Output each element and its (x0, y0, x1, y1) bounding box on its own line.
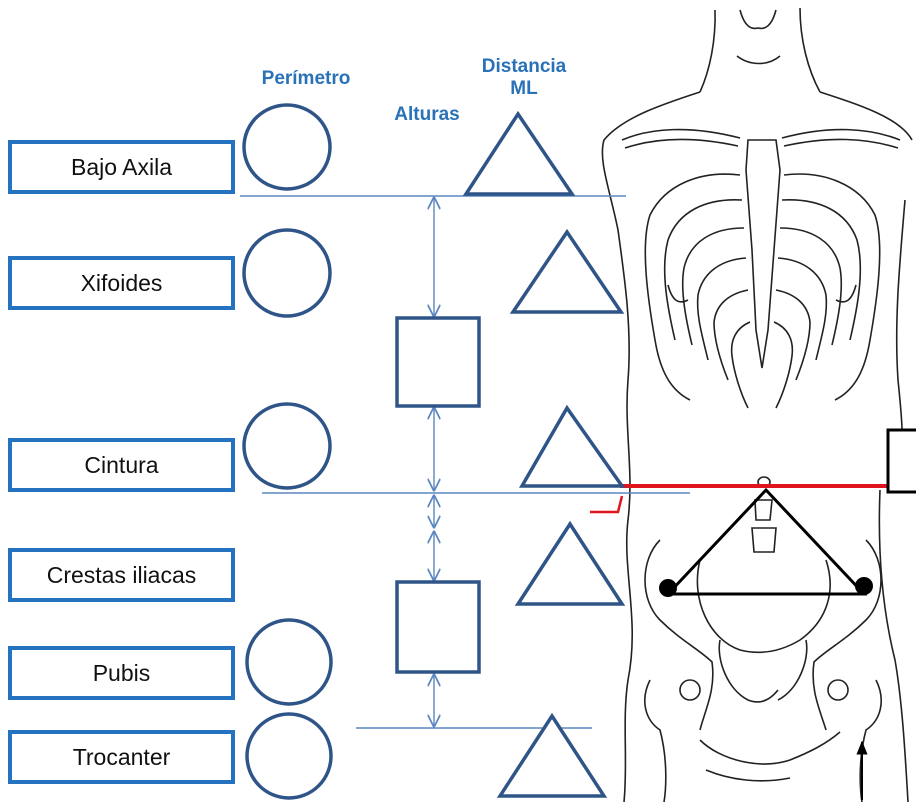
square-xifoides-cintura (397, 318, 479, 406)
torso-illustration (602, 8, 912, 802)
height-squares (397, 318, 479, 672)
ml-triangles (466, 114, 622, 796)
circle-trocanter (247, 714, 331, 798)
circle-bajo-axila (244, 105, 330, 189)
right-iliac-dot (855, 577, 873, 595)
square-crestas-pubis (397, 582, 479, 672)
triangle-cintura (522, 408, 622, 486)
triangle-crestas (518, 524, 622, 604)
left-iliac-dot (659, 579, 677, 597)
triangle-bajo-axila (466, 114, 572, 194)
circle-xifoides (244, 230, 330, 316)
waist-marker (590, 486, 888, 512)
circle-cintura (244, 404, 330, 488)
triangle-xifoides (513, 232, 621, 312)
pelvis-triangle (659, 490, 873, 597)
circle-pubis (247, 620, 331, 704)
perimeter-circles (244, 105, 331, 798)
edge-square-cintura (888, 430, 916, 492)
